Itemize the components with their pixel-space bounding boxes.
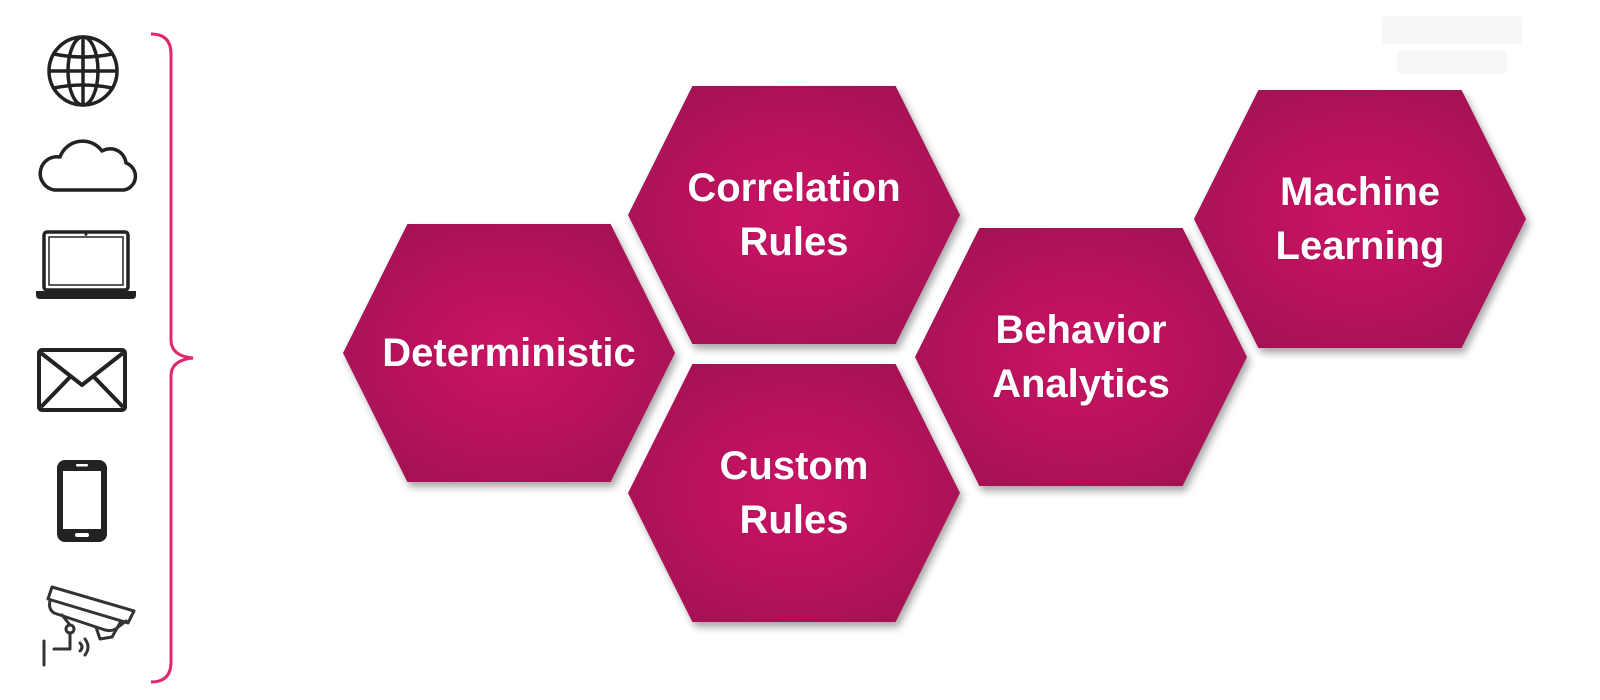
hex-label-machine-learning: Machine Learning <box>1275 170 1445 268</box>
faint-background-text <box>1372 12 1532 80</box>
hex-label-correlation-rules: Correlation Rules <box>687 166 901 264</box>
hex-machine-learning: Machine Learning <box>1194 90 1526 348</box>
data-source-icons <box>30 25 145 685</box>
grouping-brace <box>150 32 194 684</box>
smartphone-icon <box>57 460 107 542</box>
security-camera-icon <box>42 585 136 667</box>
hex-label-custom-rules: Custom Rules <box>719 444 869 542</box>
envelope-icon <box>37 348 127 412</box>
globe-icon <box>47 35 119 107</box>
hex-correlation-rules: Correlation Rules <box>628 86 960 344</box>
hex-custom-rules: Custom Rules <box>628 364 960 622</box>
hex-deterministic: Deterministic <box>343 224 675 482</box>
laptop-icon <box>36 230 136 299</box>
cloud-icon <box>38 139 138 192</box>
hex-label-behavior-analytics: Behavior Analytics <box>992 308 1170 406</box>
hex-behavior-analytics: Behavior Analytics <box>915 228 1247 486</box>
hex-label-deterministic: Deterministic <box>382 331 636 375</box>
